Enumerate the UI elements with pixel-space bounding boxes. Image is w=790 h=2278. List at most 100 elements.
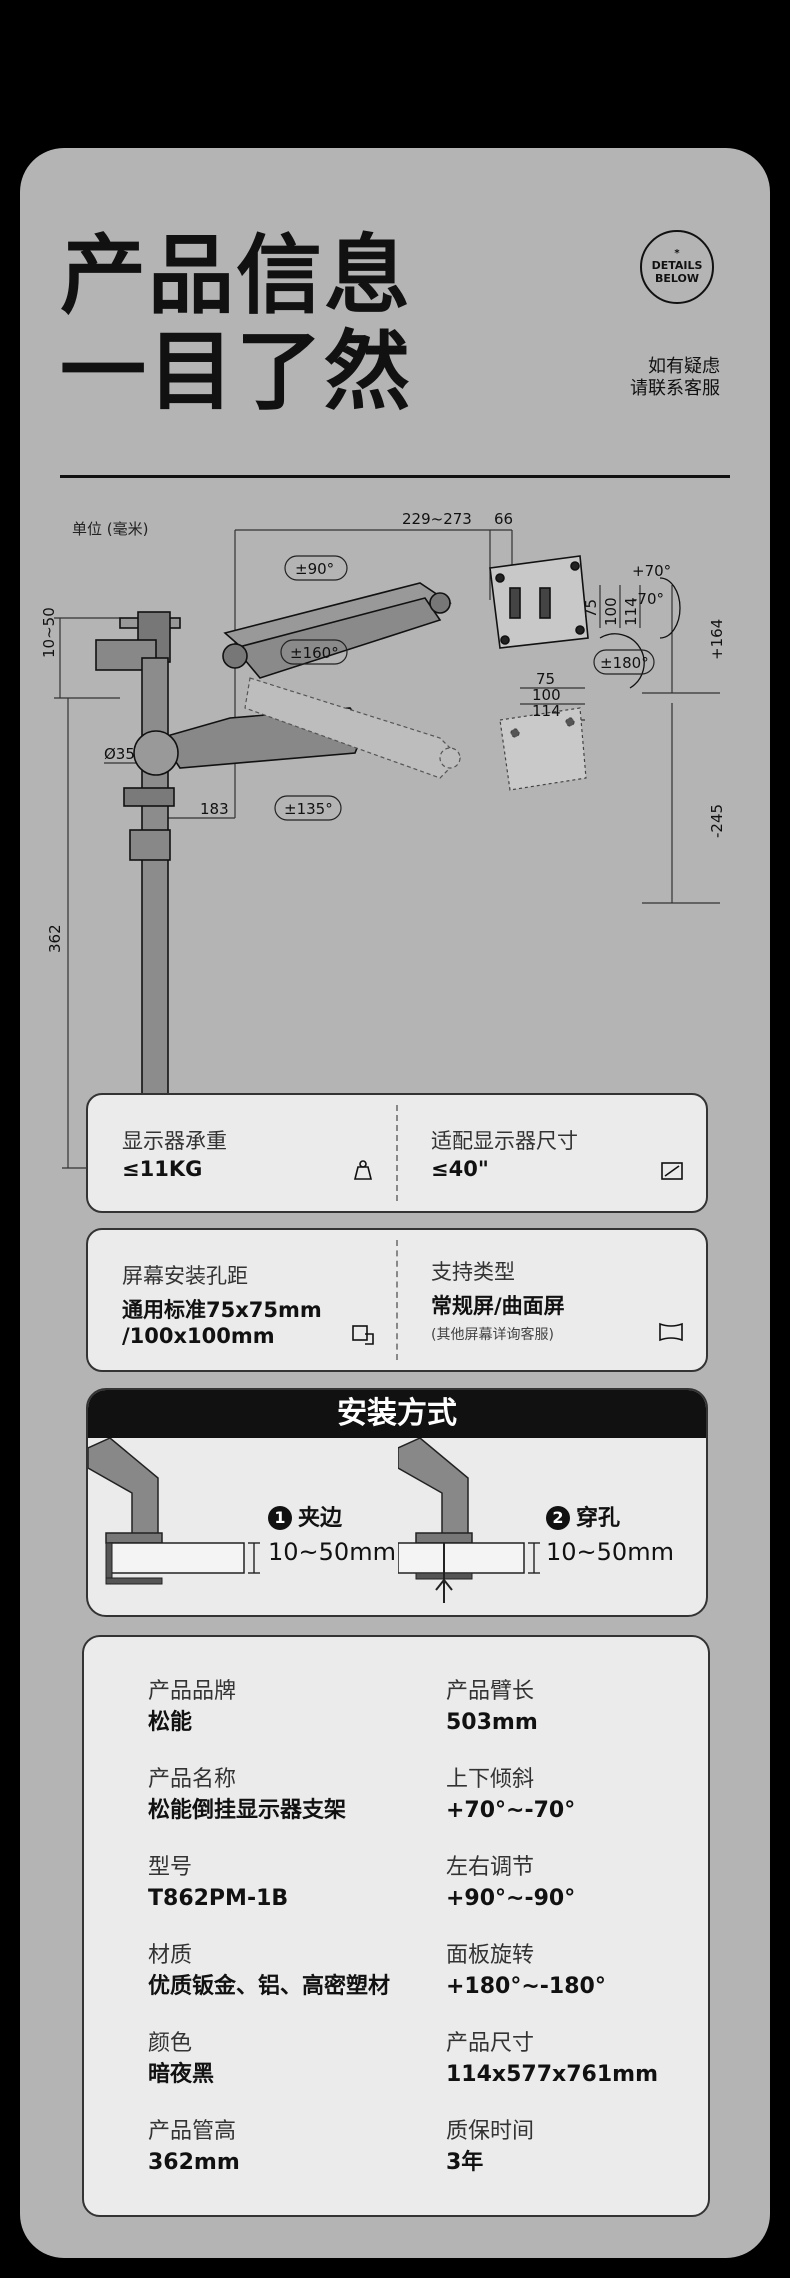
- vesa-plate-top: [489, 555, 589, 649]
- param-rotation: 面板旋转 +180°~-180°: [446, 1941, 716, 2003]
- param-swivel: 左右调节 +90°~-90°: [446, 1853, 716, 1915]
- ghost-arm: [244, 677, 461, 779]
- header-divider: [60, 475, 730, 478]
- page-title: 产品信息 一目了然: [60, 228, 412, 420]
- param-value: 优质钣金、铝、高密塑材: [148, 1974, 391, 1999]
- param-label: 产品尺寸: [446, 2031, 535, 2056]
- spec-load: 显示器承重 ≤11KG: [88, 1095, 397, 1211]
- curved-screen-icon: [659, 1322, 683, 1342]
- dim-up-range: +164: [708, 619, 726, 660]
- contact-note: 如有疑虑 请联系客服: [630, 356, 720, 400]
- param-warranty: 质保时间 3年: [446, 2117, 716, 2179]
- tilt-down-label: -70°: [632, 590, 664, 608]
- grommet-mount-illustration: [398, 1438, 540, 1603]
- clamp-mount-range: 10~50mm: [268, 1538, 396, 1566]
- clamp-mount-illustration: [88, 1438, 260, 1585]
- param-color: 颜色 暗夜黑: [148, 2029, 418, 2091]
- step-1-badge: 1: [268, 1506, 292, 1530]
- dim-vesa-75-vertical: 75: [582, 599, 600, 618]
- badge-line-1: DETAILS: [651, 259, 703, 272]
- spec-type: 支持类型 常规屏/曲面屏 (其他屏幕详询客服): [397, 1230, 706, 1370]
- star-icon: *: [674, 248, 680, 259]
- panel-rotation-label: ±180°: [600, 654, 649, 672]
- param-label: 产品臂长: [446, 1679, 535, 1704]
- spec-type-note: (其他屏幕详询客服): [431, 1327, 554, 1343]
- vesa-mount-icon: [352, 1325, 374, 1345]
- spec-size: 适配显示器尺寸 ≤40": [397, 1095, 706, 1211]
- dim-clamp-range: 10~50: [40, 607, 58, 658]
- title-line-1: 产品信息: [60, 226, 412, 326]
- dim-vesa-75: 75: [536, 670, 555, 688]
- base-rotation-label: ±135°: [284, 800, 333, 818]
- dimension-diagram: 229~273 66 10~50 362 Ø35 47 183 75 100 1…: [40, 510, 726, 1208]
- spec-type-value: 常规屏/曲面屏: [431, 1294, 565, 1318]
- param-value: +90°~-90°: [446, 1886, 576, 1911]
- weight-icon: [353, 1160, 373, 1180]
- param-brand: 产品品牌 松能: [148, 1677, 418, 1739]
- rotation-arcs: [599, 577, 681, 689]
- contact-note-line-2: 请联系客服: [630, 378, 720, 399]
- dim-pole-diameter: Ø35: [104, 745, 135, 763]
- grommet-mount-label: 穿孔: [576, 1506, 621, 1531]
- contact-note-line-1: 如有疑虑: [648, 356, 720, 377]
- param-value: 松能倒挂显示器支架: [148, 1798, 347, 1823]
- param-label: 上下倾斜: [446, 1767, 535, 1792]
- param-label: 材质: [148, 1943, 193, 1968]
- gas-spring-arm: [222, 582, 452, 679]
- product-info-card: 产品信息 一目了然 * DETAILS BELOW 如有疑虑 请联系客服 单位 …: [20, 148, 770, 2258]
- swivel-label: ±90°: [295, 560, 334, 578]
- dim-vesa-100-vertical: 100: [602, 597, 620, 626]
- dim-vesa-100: 100: [532, 686, 561, 704]
- step-2-badge: 2: [546, 1506, 570, 1530]
- param-label: 型号: [148, 1855, 193, 1880]
- spec-size-label: 适配显示器尺寸: [431, 1129, 578, 1153]
- spec-vesa: 屏幕安装孔距 通用标准75x75mm /100x100mm: [88, 1230, 397, 1370]
- spec-vesa-value-1: 通用标准75x75mm: [122, 1298, 322, 1322]
- dim-pole-height: 362: [46, 924, 64, 953]
- param-label: 产品管高: [148, 2119, 237, 2144]
- spec-vesa-label: 屏幕安装孔距: [122, 1264, 248, 1288]
- details-below-badge: * DETAILS BELOW: [640, 230, 714, 304]
- param-value: 114x577x761mm: [446, 2062, 658, 2087]
- param-product-name: 产品名称 松能倒挂显示器支架: [148, 1765, 418, 1827]
- spec-type-label: 支持类型: [431, 1260, 515, 1284]
- spec-size-value: ≤40": [431, 1157, 489, 1181]
- param-value: 松能: [148, 1710, 193, 1735]
- param-label: 质保时间: [446, 2119, 535, 2144]
- grommet-mount-range: 10~50mm: [546, 1538, 674, 1566]
- param-label: 产品品牌: [148, 1679, 237, 1704]
- param-value: 362mm: [148, 2150, 240, 2175]
- param-material: 材质 优质钣金、铝、高密塑材: [148, 1941, 418, 2003]
- arm-rotation-label: ±160°: [290, 644, 339, 662]
- spec-vesa-value-2: /100x100mm: [122, 1324, 275, 1348]
- param-dimensions: 产品尺寸 114x577x761mm: [446, 2029, 716, 2091]
- spec-load-label: 显示器承重: [122, 1129, 227, 1153]
- unit-label: 单位 (毫米): [72, 520, 149, 538]
- param-arm-length: 产品臂长 503mm: [446, 1677, 716, 1739]
- dim-vesa-114: 114: [532, 702, 561, 720]
- product-parameters: 产品品牌 松能 产品臂长 503mm 产品名称 松能倒挂显示器支架 上下倾斜 +…: [82, 1635, 710, 2217]
- spec-box-vesa-type: 屏幕安装孔距 通用标准75x75mm /100x100mm 支持类型 常规屏/曲…: [86, 1228, 708, 1372]
- param-value: 503mm: [446, 1710, 538, 1735]
- param-value: 3年: [446, 2150, 484, 2175]
- rotation-badges: [274, 555, 655, 821]
- param-label: 面板旋转: [446, 1943, 535, 1968]
- spec-divider: [396, 1240, 398, 1360]
- install-method-title: 安装方式: [88, 1390, 706, 1438]
- dim-offset: 66: [494, 510, 513, 528]
- dim-vesa-114-vertical: 114: [622, 597, 640, 626]
- param-pole-height: 产品管高 362mm: [148, 2117, 418, 2179]
- title-line-2: 一目了然: [60, 322, 412, 422]
- param-label: 产品名称: [148, 1767, 237, 1792]
- param-label: 颜色: [148, 2031, 193, 2056]
- dim-down-range: -245: [708, 804, 726, 838]
- param-tilt: 上下倾斜 +70°~-70°: [446, 1765, 716, 1827]
- spec-divider: [396, 1105, 398, 1201]
- param-label: 左右调节: [446, 1855, 535, 1880]
- param-model: 型号 T862PM-1B: [148, 1853, 418, 1915]
- param-value: 暗夜黑: [148, 2062, 215, 2087]
- param-value: +70°~-70°: [446, 1798, 576, 1823]
